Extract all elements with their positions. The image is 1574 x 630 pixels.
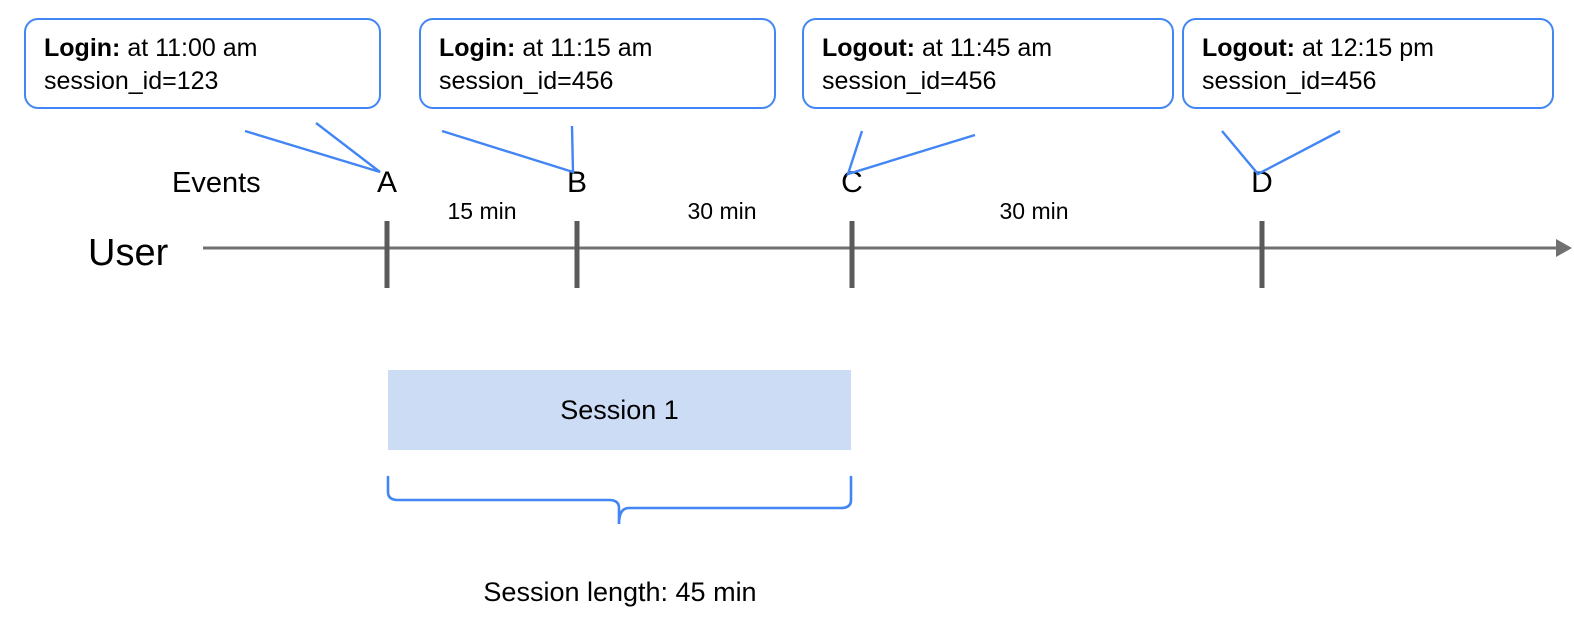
event-marker-label-a: A bbox=[376, 166, 398, 199]
callout-b-session: session_id=456 bbox=[439, 66, 614, 95]
callout-tail-b bbox=[441, 125, 575, 174]
interval-label-c-d: 30 min bbox=[999, 198, 1069, 224]
callout-d-type: Logout: bbox=[1202, 34, 1302, 62]
callout-tail-c bbox=[846, 130, 976, 176]
callout-tails bbox=[244, 122, 1341, 176]
user-row-label: User bbox=[88, 232, 169, 274]
timeline-arrowhead bbox=[1556, 239, 1572, 257]
callout-bubble-c[interactable]: Logout: at 11:45 am session_id=456 bbox=[802, 18, 1174, 109]
callout-bubble-d[interactable]: Logout: at 12:15 pm session_id=456 bbox=[1182, 18, 1554, 109]
callout-a-type: Login: bbox=[44, 34, 128, 62]
callout-a-detail: at 11:00 am bbox=[127, 34, 258, 62]
callout-b-type: Login: bbox=[439, 34, 523, 62]
event-marker-label-d: D bbox=[1251, 166, 1273, 199]
interval-label-b-c: 30 min bbox=[687, 198, 757, 224]
session-brace bbox=[386, 475, 853, 525]
session-block-label: Session 1 bbox=[560, 394, 679, 425]
callout-bubble-a[interactable]: Login: at 11:00 am session_id=123 bbox=[24, 18, 381, 109]
callout-tail-d bbox=[1221, 129, 1341, 176]
timeline-axis bbox=[203, 239, 1572, 257]
callout-d-detail: at 12:15 pm bbox=[1301, 34, 1434, 62]
callout-c-session: session_id=456 bbox=[822, 66, 997, 95]
event-marker-label-c: C bbox=[841, 166, 863, 199]
interval-label-a-b: 15 min bbox=[447, 198, 517, 224]
callout-tail-a bbox=[244, 122, 381, 174]
callout-b-detail: at 11:15 am bbox=[522, 34, 653, 62]
callout-d-session: session_id=456 bbox=[1202, 66, 1377, 95]
callout-c-detail: at 11:45 am bbox=[921, 34, 1053, 62]
events-row-label: Events bbox=[172, 167, 261, 199]
session-length-caption: Session length: 45 min bbox=[483, 577, 757, 607]
timeline-ticks bbox=[384, 221, 1265, 288]
callout-bubble-b[interactable]: Login: at 11:15 am session_id=456 bbox=[419, 18, 776, 109]
callout-a-session: session_id=123 bbox=[44, 66, 219, 95]
callout-c-type: Logout: bbox=[822, 34, 922, 62]
session-block[interactable]: Session 1 bbox=[388, 370, 851, 450]
event-marker-label-b: B bbox=[566, 166, 588, 199]
